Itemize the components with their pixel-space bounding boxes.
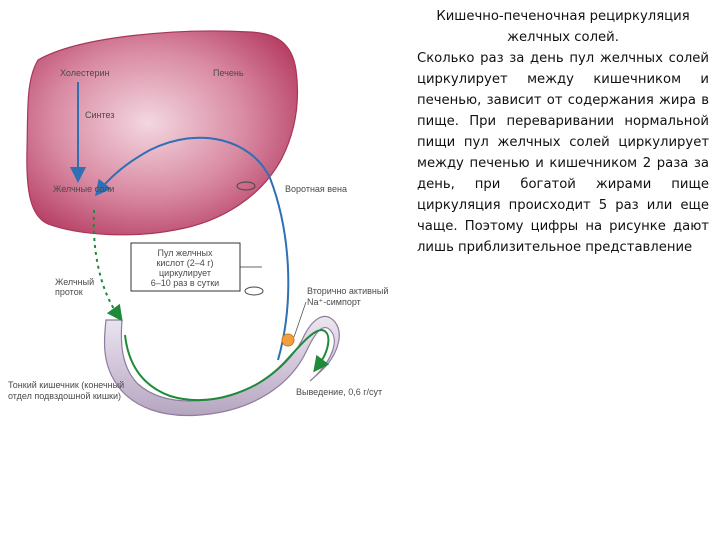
label-liver: Печень <box>213 68 244 78</box>
label-cholesterol: Холестерин <box>60 68 110 78</box>
title-line: Кишечно-печеночная рециркуляция <box>436 9 690 24</box>
portal-vein-flow <box>95 136 290 361</box>
symport-marker <box>281 333 295 347</box>
label-bile-duct: Желчный <box>55 277 94 287</box>
symport-leader <box>293 301 307 338</box>
pool-text: Пул желчных <box>158 248 213 258</box>
intestine-flow <box>124 328 330 402</box>
pool-text: 6–10 раз в сутки <box>151 278 219 288</box>
rotation-mark <box>236 181 256 191</box>
description-title: Кишечно-печеночная рециркуляция желчных … <box>417 6 709 48</box>
bile-duct-flow <box>92 209 123 322</box>
title-line: желчных солей. <box>507 30 619 45</box>
label-excretion: Выведение, 0,6 г/сут <box>296 387 382 397</box>
intestine-shape <box>103 316 340 417</box>
pool-text: циркулирует <box>159 268 211 278</box>
description-body: Сколько раз за день пул желчных солей ци… <box>417 51 709 255</box>
label-symport: Вторично активный <box>307 286 388 296</box>
rotation-mark <box>244 286 264 296</box>
pool-text: кислот (2–4 г) <box>156 258 213 268</box>
label-synthesis: Синтез <box>85 110 114 120</box>
label-portal-vein: Воротная вена <box>285 184 347 194</box>
description-panel: Кишечно-печеночная рециркуляция желчных … <box>417 6 709 258</box>
liver-shape <box>26 30 299 236</box>
label-bile-duct: проток <box>55 287 83 297</box>
label-ileum: отдел подвздошной кишки) <box>8 391 121 401</box>
label-bile-salts: Желчные соли <box>53 184 114 194</box>
label-ileum: Тонкий кишечник (конечный <box>8 380 124 390</box>
label-symport: Na⁺-симпорт <box>307 297 361 307</box>
